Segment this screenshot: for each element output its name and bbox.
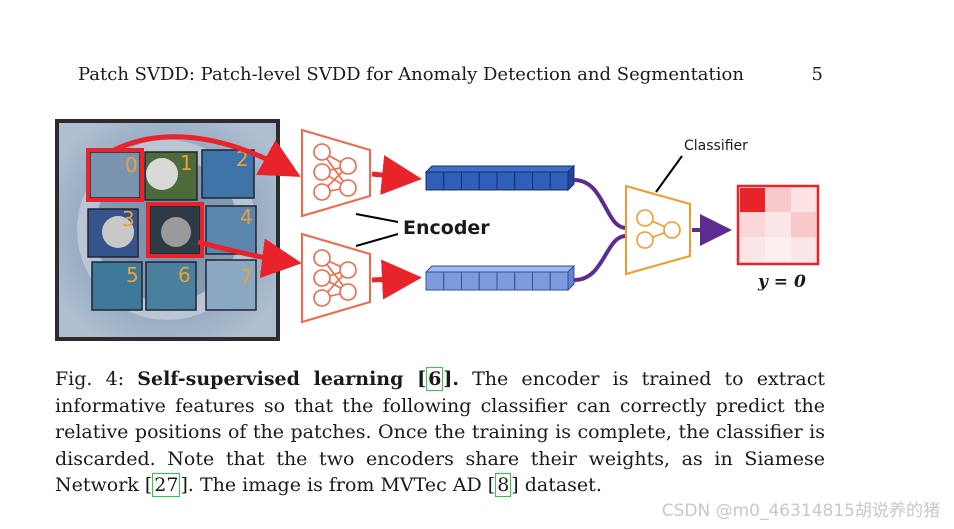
embedding-to-classifier-top: [573, 178, 627, 230]
encoder-top: [301, 128, 371, 218]
embedding-to-classifier-bottom: [573, 234, 627, 282]
caption-title: Self-supervised learning [: [137, 368, 427, 390]
patch-number: 1: [180, 151, 193, 175]
patch-highlight-6: [146, 202, 204, 258]
caption-prefix: Fig. 4:: [55, 368, 138, 390]
running-head: Patch SVDD: Patch-level SVDD for Anomaly…: [78, 64, 823, 85]
encoder-pointer-top: [355, 213, 399, 223]
encoder-output-arrow-top: [371, 155, 422, 195]
output-label: y = 0: [757, 272, 806, 292]
encoder-bottom: [301, 232, 371, 324]
encoder-output-arrow-bottom: [371, 259, 422, 300]
caption-text: The encoder is trained to extract inform…: [55, 368, 826, 496]
patch-to-encoder-path-bottom: [197, 238, 302, 279]
encoder-label: Encoder: [403, 217, 490, 239]
patch-number: 3: [122, 207, 135, 231]
page-number: 5: [811, 64, 823, 85]
patch-number: 6: [178, 263, 191, 287]
classifier-pointer: [655, 155, 683, 193]
citation-link[interactable]: 6: [426, 367, 444, 391]
paper-title: Patch SVDD: Patch-level SVDD for Anomaly…: [78, 64, 744, 85]
patch-to-encoder-path-top: [112, 134, 301, 177]
embedding-bottom: [424, 264, 576, 292]
citation-link[interactable]: 27: [152, 473, 181, 497]
caption-title-close: ].: [443, 368, 459, 390]
citation-link[interactable]: 8: [495, 473, 512, 497]
patch-numbers: 0 1 2 3 4 5 6 7: [122, 147, 253, 289]
patch-grid: [87, 149, 257, 311]
figure: 0 1 2 3 4 5 6 7: [55, 119, 820, 341]
output-grid: [736, 184, 820, 266]
classifier: [625, 184, 691, 276]
figure-caption: Fig. 4: Self-supervised learning [6]. Th…: [55, 366, 825, 499]
classifier-label: Classifier: [684, 138, 748, 154]
caption-text: ]. The image is from MVTec AD [: [180, 474, 496, 496]
patch-number: 7: [240, 265, 253, 289]
encoder-pointer-bottom: [355, 233, 399, 247]
patch-number: 4: [240, 205, 253, 229]
watermark: CSDN @m0_46314815胡说养的猪: [661, 501, 940, 521]
embedding-top: [424, 164, 576, 192]
patch-number: 0: [125, 153, 138, 177]
patch-number: 5: [126, 263, 139, 287]
caption-text: ] dataset.: [511, 474, 602, 496]
